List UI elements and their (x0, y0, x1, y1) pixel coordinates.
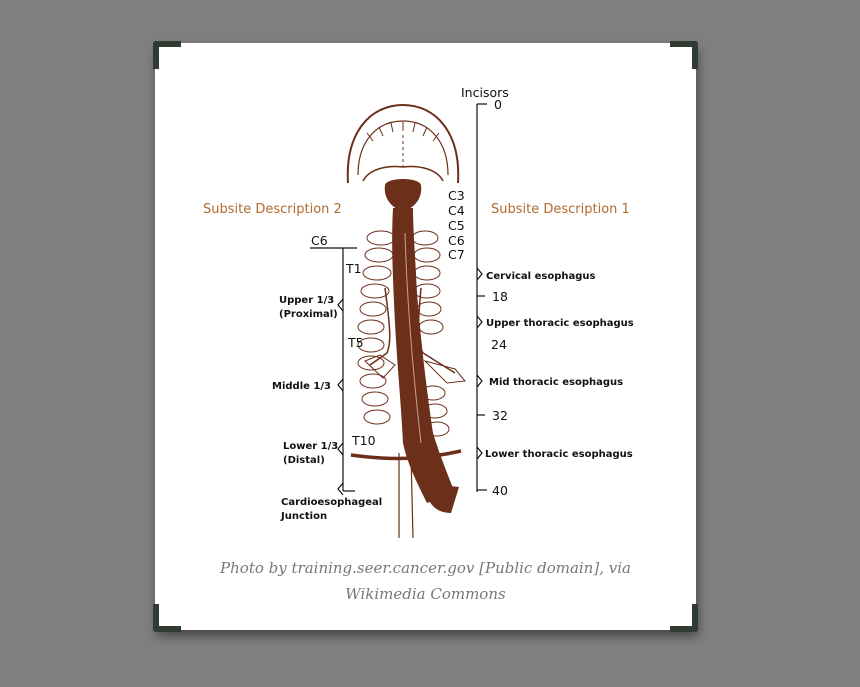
caption-line-2: Wikimedia Commons (155, 581, 696, 607)
vertebra-label: C6 (448, 233, 465, 248)
segment-proximal: (Proximal) (279, 309, 338, 320)
thoracic-marker: T1 (345, 261, 362, 276)
esophagus-diagram: Incisors 0 18 24 32 40 Subsite Descripti… (155, 43, 696, 630)
segment-upper-thoracic: Upper thoracic esophagus (486, 318, 634, 329)
depth-mark: 32 (492, 408, 508, 423)
junction-label: Junction (280, 511, 327, 522)
c6-level-label: C6 (311, 233, 328, 248)
thoracic-marker: T5 (347, 335, 364, 350)
depth-mark: 0 (494, 97, 502, 112)
junction-label: Cardioesophageal (281, 497, 382, 508)
depth-mark: 24 (491, 337, 507, 352)
segment-lower-thoracic: Lower thoracic esophagus (485, 449, 633, 460)
photo-frame: Incisors 0 18 24 32 40 Subsite Descripti… (155, 43, 696, 630)
depth-scale (477, 104, 487, 492)
caption-line-1: Photo by training.seer.cancer.gov [Publi… (155, 555, 696, 581)
thoracic-marker: T10 (351, 433, 376, 448)
vertebra-label: C5 (448, 218, 465, 233)
depth-mark: 18 (492, 289, 508, 304)
segment-upper-third: Upper 1/3 (279, 295, 334, 306)
segment-mid-thoracic: Mid thoracic esophagus (489, 377, 623, 388)
anatomy-illustration (348, 105, 465, 538)
segment-cervical: Cervical esophagus (486, 271, 595, 282)
subsite-description-1: Subsite Description 1 (491, 202, 630, 217)
subsite-description-2: Subsite Description 2 (203, 202, 342, 217)
vertebra-label: C7 (448, 247, 465, 262)
vertebra-label: C3 (448, 188, 465, 203)
segment-middle-third: Middle 1/3 (272, 381, 331, 392)
segment-lower-third: Lower 1/3 (283, 441, 338, 452)
depth-mark: 40 (492, 483, 508, 498)
vertebra-label: C4 (448, 203, 465, 218)
segment-distal: (Distal) (283, 455, 325, 466)
